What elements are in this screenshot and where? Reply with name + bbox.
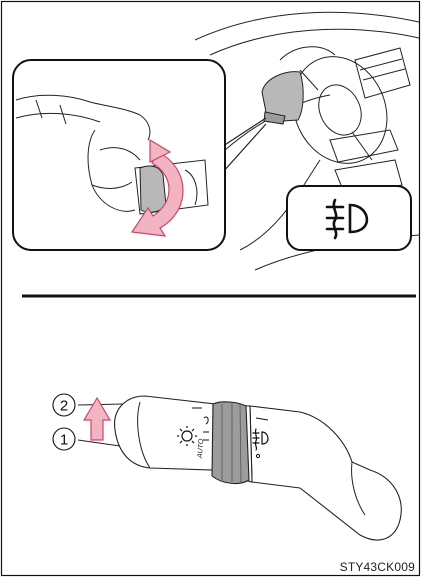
callout-1-number: 1: [60, 432, 68, 449]
figure-code: STY43CK009: [340, 560, 415, 574]
lever-illustration: AUTO: [78, 396, 401, 540]
hand-inset-frame: [13, 60, 225, 250]
lever-rotary-ring: [212, 402, 249, 484]
rotary-ring: [140, 166, 166, 212]
callout-1: 1: [53, 428, 75, 450]
callout-2: 2: [53, 394, 75, 416]
callout-line-1: [78, 440, 120, 446]
callout-2-number: 2: [60, 398, 68, 415]
inset-leader-line: [220, 118, 266, 148]
